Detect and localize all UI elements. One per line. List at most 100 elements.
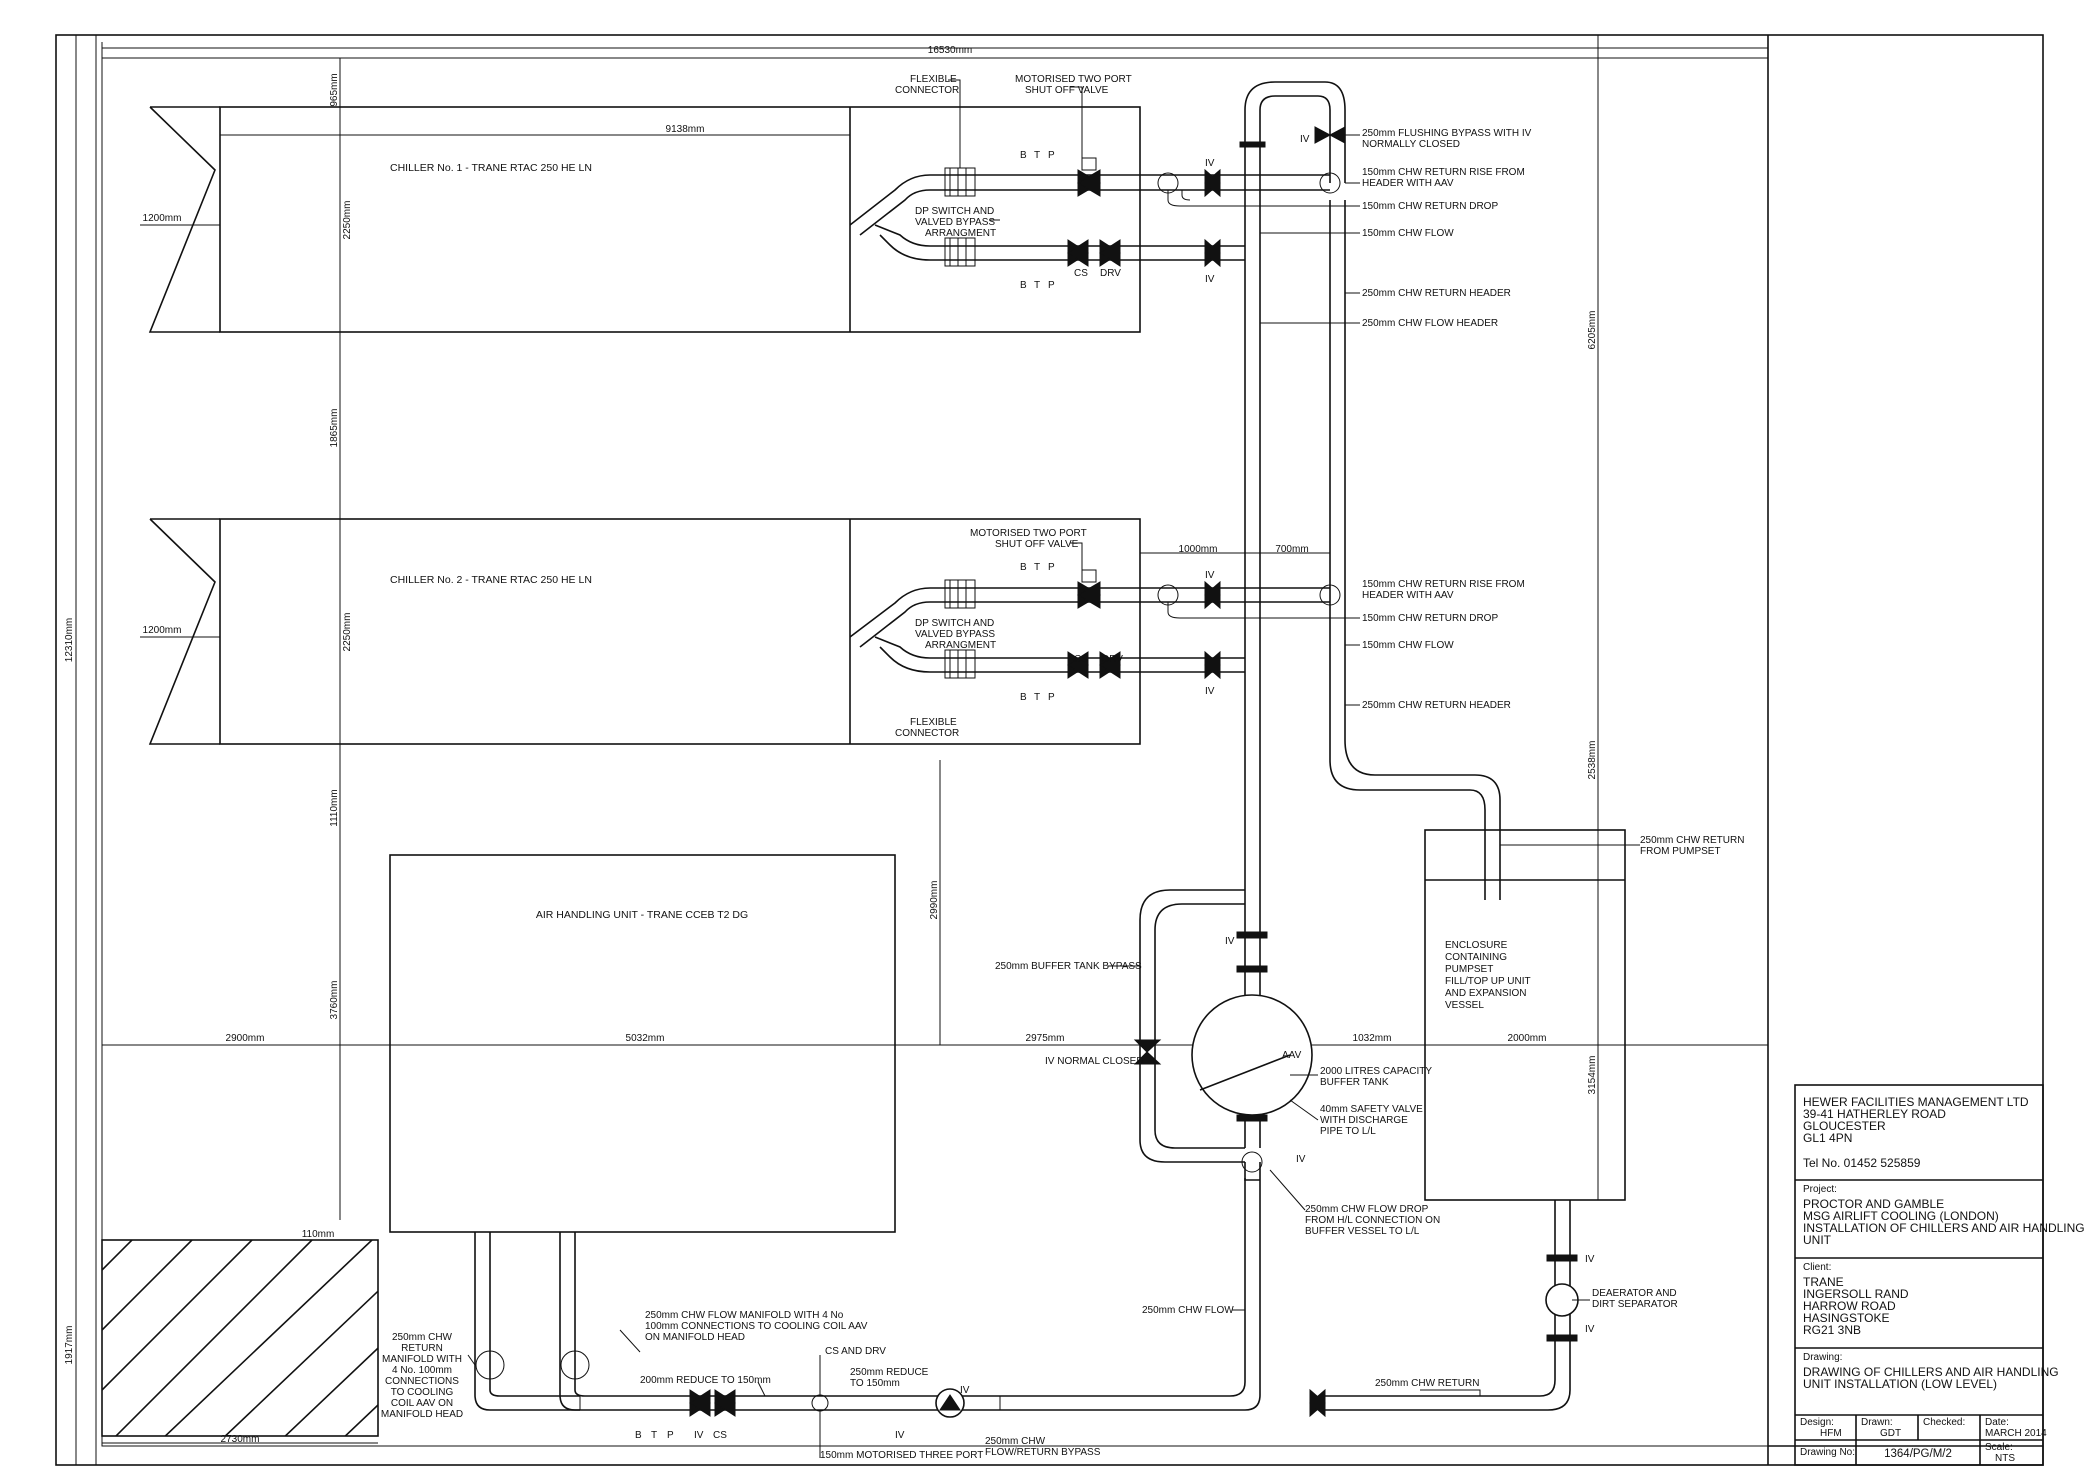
buffer-tank-b: BUFFER TANK [1320,1077,1389,1088]
dim-chiller-height-2: 2250mm [342,613,353,652]
return-drop-2: 150mm CHW RETURN DROP [1362,613,1498,624]
leader-lines [467,79,1640,1458]
chw-flow-1: 150mm CHW FLOW [1362,228,1454,239]
return-from-pumpset-b: FROM PUMPSET [1640,846,1721,857]
p-label-4: P [1048,692,1055,703]
dim-110: 110mm [302,1229,335,1240]
dim-left-1917: 1917mm [64,1326,75,1365]
deaerator-a: DEAERATOR AND [1592,1288,1677,1299]
project-line-2: MSG AIRLIFT COOLING (LONDON) [1803,1209,1999,1223]
motorised-valve-2b: SHUT OFF VALVE [995,539,1079,550]
flow-drop-a: 250mm CHW FLOW DROP [1305,1204,1429,1215]
dim-gap-chillers: 1865mm [329,409,340,448]
enclosure-line-6: VESSEL [1445,1000,1484,1011]
dim-ahu-depth: 2990mm [929,881,940,920]
dp-switch-1b: VALVED BYPASS [915,217,995,228]
return-header-1: 250mm CHW RETURN HEADER [1362,288,1511,299]
dim-right-3154: 3154mm [1587,1056,1598,1095]
iv-label-1: IV [1205,158,1215,169]
iv-label-10: IV [694,1430,704,1441]
aav-label: AAV [1282,1050,1302,1061]
pumpset-enclosure [1424,829,1626,1201]
chiller-2-label: CHILLER No. 2 - TRANE RTAC 250 HE LN [390,574,592,586]
return-manifold-4: 4 No. 100mm [392,1365,452,1376]
buffer-tank-a: 2000 LITRES CAPACITY [1320,1066,1432,1077]
chw-flow-250: 250mm CHW FLOW [1142,1305,1234,1316]
drv-label-1: DRV [1100,268,1121,279]
motorised-valve-2a: MOTORISED TWO PORT [970,528,1087,539]
drawing-border [55,34,2044,1466]
flow-manifold-b: 100mm CONNECTIONS TO COOLING COIL AAV [645,1321,868,1332]
dp-switch-2a: DP SWITCH AND [915,618,994,629]
design-value: HFM [1820,1428,1842,1439]
reduce-250-a: 250mm REDUCE [850,1367,929,1378]
iv-label-6: IV [1296,1154,1306,1165]
dp-switch-2b: VALVED BYPASS [915,629,995,640]
flow-return-bypass-b: FLOW/RETURN BYPASS [985,1447,1101,1458]
dim-seg-5032: 5032mm [626,1033,665,1044]
return-manifold-1: 250mm CHW [392,1332,453,1343]
dim-top-offset: 965mm [329,73,340,106]
client-line-2: INGERSOLL RAND [1803,1287,1909,1301]
t-label-1: T [1034,150,1040,161]
design-label: Design: [1800,1417,1834,1428]
dim-700: 700mm [1275,544,1308,555]
drawn-label: Drawn: [1861,1417,1893,1428]
cs-drv-label: CS AND DRV [825,1346,886,1357]
return-from-pumpset-a: 250mm CHW RETURN [1640,835,1744,846]
reduce-250-b: TO 150mm [850,1378,900,1389]
flow-return-bypass-a: 250mm CHW [985,1436,1046,1447]
motorised-three-port: 150mm MOTORISED THREE PORT [820,1450,983,1461]
dim-chiller-left-2: 1200mm [143,625,182,636]
chiller-1 [148,106,1141,333]
return-manifold-5: CONNECTIONS [385,1376,459,1387]
date-value: MARCH 2014 [1985,1428,2047,1439]
iv-label-3: IV [1300,134,1310,145]
safety-valve-a: 40mm SAFETY VALVE [1320,1104,1423,1115]
t-label-3: T [1034,562,1040,573]
drawing-no-label: Drawing No: [1800,1447,1855,1458]
p-label-3: P [1048,562,1055,573]
dim-ahu-height: 3760mm [329,981,340,1020]
iv-label-4: IV [1205,570,1215,581]
flow-manifold-c: ON MANIFOLD HEAD [645,1332,745,1343]
flow-drop-c: BUFFER VESSEL TO L/L [1305,1226,1420,1237]
flushing-bypass-a: 250mm FLUSHING BYPASS WITH IV [1362,128,1532,139]
dim-seg-2000: 2000mm [1508,1033,1547,1044]
checked-label: Checked: [1923,1417,1965,1428]
return-manifold-2: RETURN [401,1343,443,1354]
company-line-4: GL1 4PN [1803,1131,1852,1145]
t-label-5: T [651,1430,657,1441]
enclosure-line-5: AND EXPANSION [1445,988,1527,999]
client-line-5: RG21 3NB [1803,1323,1861,1337]
deaerator [1545,1254,1579,1342]
motorised-valve-1b: SHUT OFF VALVE [1025,85,1109,96]
motorised-valve-1a: MOTORISED TWO PORT [1015,74,1132,85]
project-line-3: INSTALLATION OF CHILLERS AND AIR HANDLIN… [1803,1221,2085,1235]
return-header-2: 250mm CHW RETURN HEADER [1362,700,1511,711]
hatched-block [101,1239,379,1437]
company-line-2: 39-41 HATHERLEY ROAD [1803,1107,1946,1121]
return-rise-1a: 150mm CHW RETURN RISE FROM [1362,167,1525,178]
iv-label-11: IV [895,1430,905,1441]
buffer-tank [1191,931,1313,1122]
iv-label-2: IV [1205,274,1215,285]
drawing-line-1: DRAWING OF CHILLERS AND AIR HANDLING [1803,1365,2059,1379]
drawing-label: Drawing: [1803,1352,1842,1363]
enclosure-line-1: ENCLOSURE [1445,940,1508,951]
dim-right-6205: 6205mm [1587,311,1598,350]
b-label-3: B [1020,562,1027,573]
project-line-1: PROCTOR AND GAMBLE [1803,1197,1944,1211]
enclosure-line-3: PUMPSET [1445,964,1493,975]
flow-manifold-a: 250mm CHW FLOW MANIFOLD WITH 4 No [645,1310,844,1321]
dp-switch-1a: DP SWITCH AND [915,206,994,217]
dp-switch-1c: ARRANGMENT [925,228,996,239]
return-manifold-6: TO COOLING [391,1387,454,1398]
dim-overall-width: 16530mm [928,45,972,56]
t-label-2: T [1034,280,1040,291]
iv-normal-closed: IV NORMAL CLOSED [1045,1056,1144,1067]
reduce-200: 200mm REDUCE TO 150mm [640,1375,771,1386]
chiller-1-label: CHILLER No. 1 - TRANE RTAC 250 HE LN [390,162,592,174]
ahu-label: AIR HANDLING UNIT - TRANE CCEB T2 DG [536,909,748,921]
project-line-4: UNIT [1803,1233,1832,1247]
